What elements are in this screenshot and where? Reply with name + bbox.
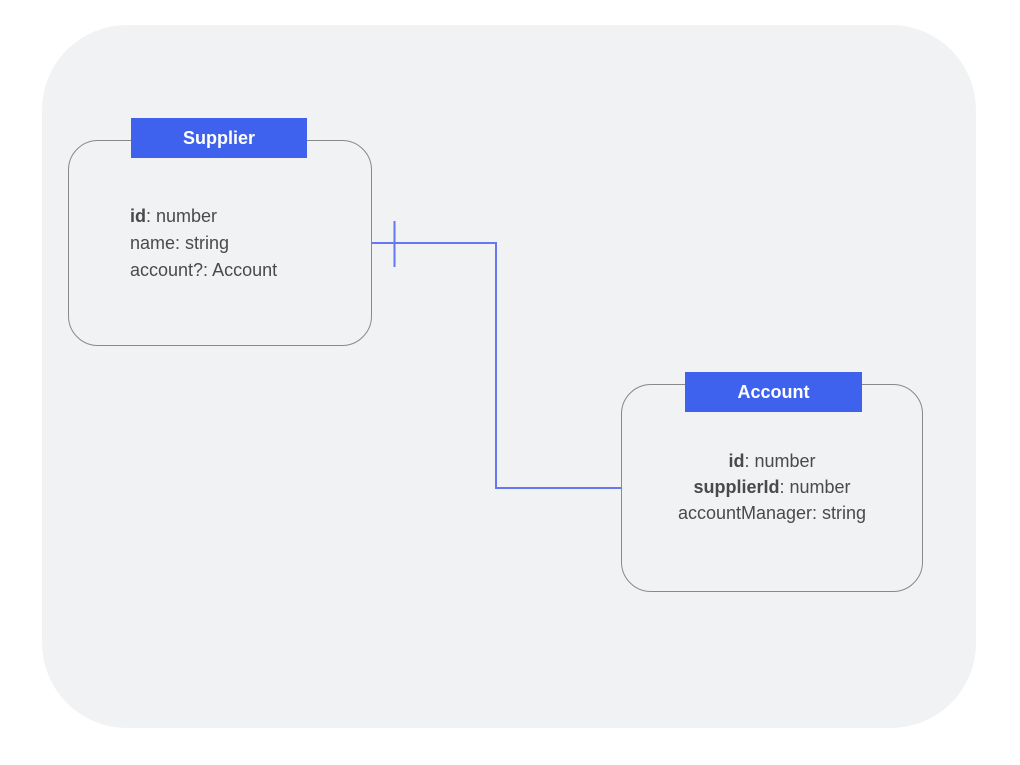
field-row: name: string — [130, 230, 277, 257]
field-row: supplierId: number — [621, 474, 923, 500]
entity-supplier-fields: id: number name: string account?: Accoun… — [130, 203, 277, 284]
field-type: : number — [146, 206, 218, 226]
entity-supplier-title: Supplier — [182, 127, 255, 148]
field-type: name: string — [130, 233, 230, 253]
field-row: account?: Account — [130, 257, 277, 284]
field-name: id — [728, 451, 745, 471]
field-type: : number — [779, 477, 851, 497]
entity-account-header[interactable]: Account — [685, 372, 862, 412]
entity-account-title: Account — [737, 381, 810, 402]
field-type: account?: Account — [130, 260, 278, 280]
field-row: id: number — [621, 448, 923, 474]
field-type: accountManager: string — [677, 503, 867, 523]
field-name: supplierId — [693, 477, 780, 497]
entity-supplier-header[interactable]: Supplier — [131, 118, 307, 158]
entity-account-fields: id: number supplierId: number accountMan… — [621, 448, 923, 526]
field-row: accountManager: string — [621, 500, 923, 526]
field-type: : number — [744, 451, 816, 471]
field-name: id — [130, 206, 146, 226]
field-row: id: number — [130, 203, 277, 230]
